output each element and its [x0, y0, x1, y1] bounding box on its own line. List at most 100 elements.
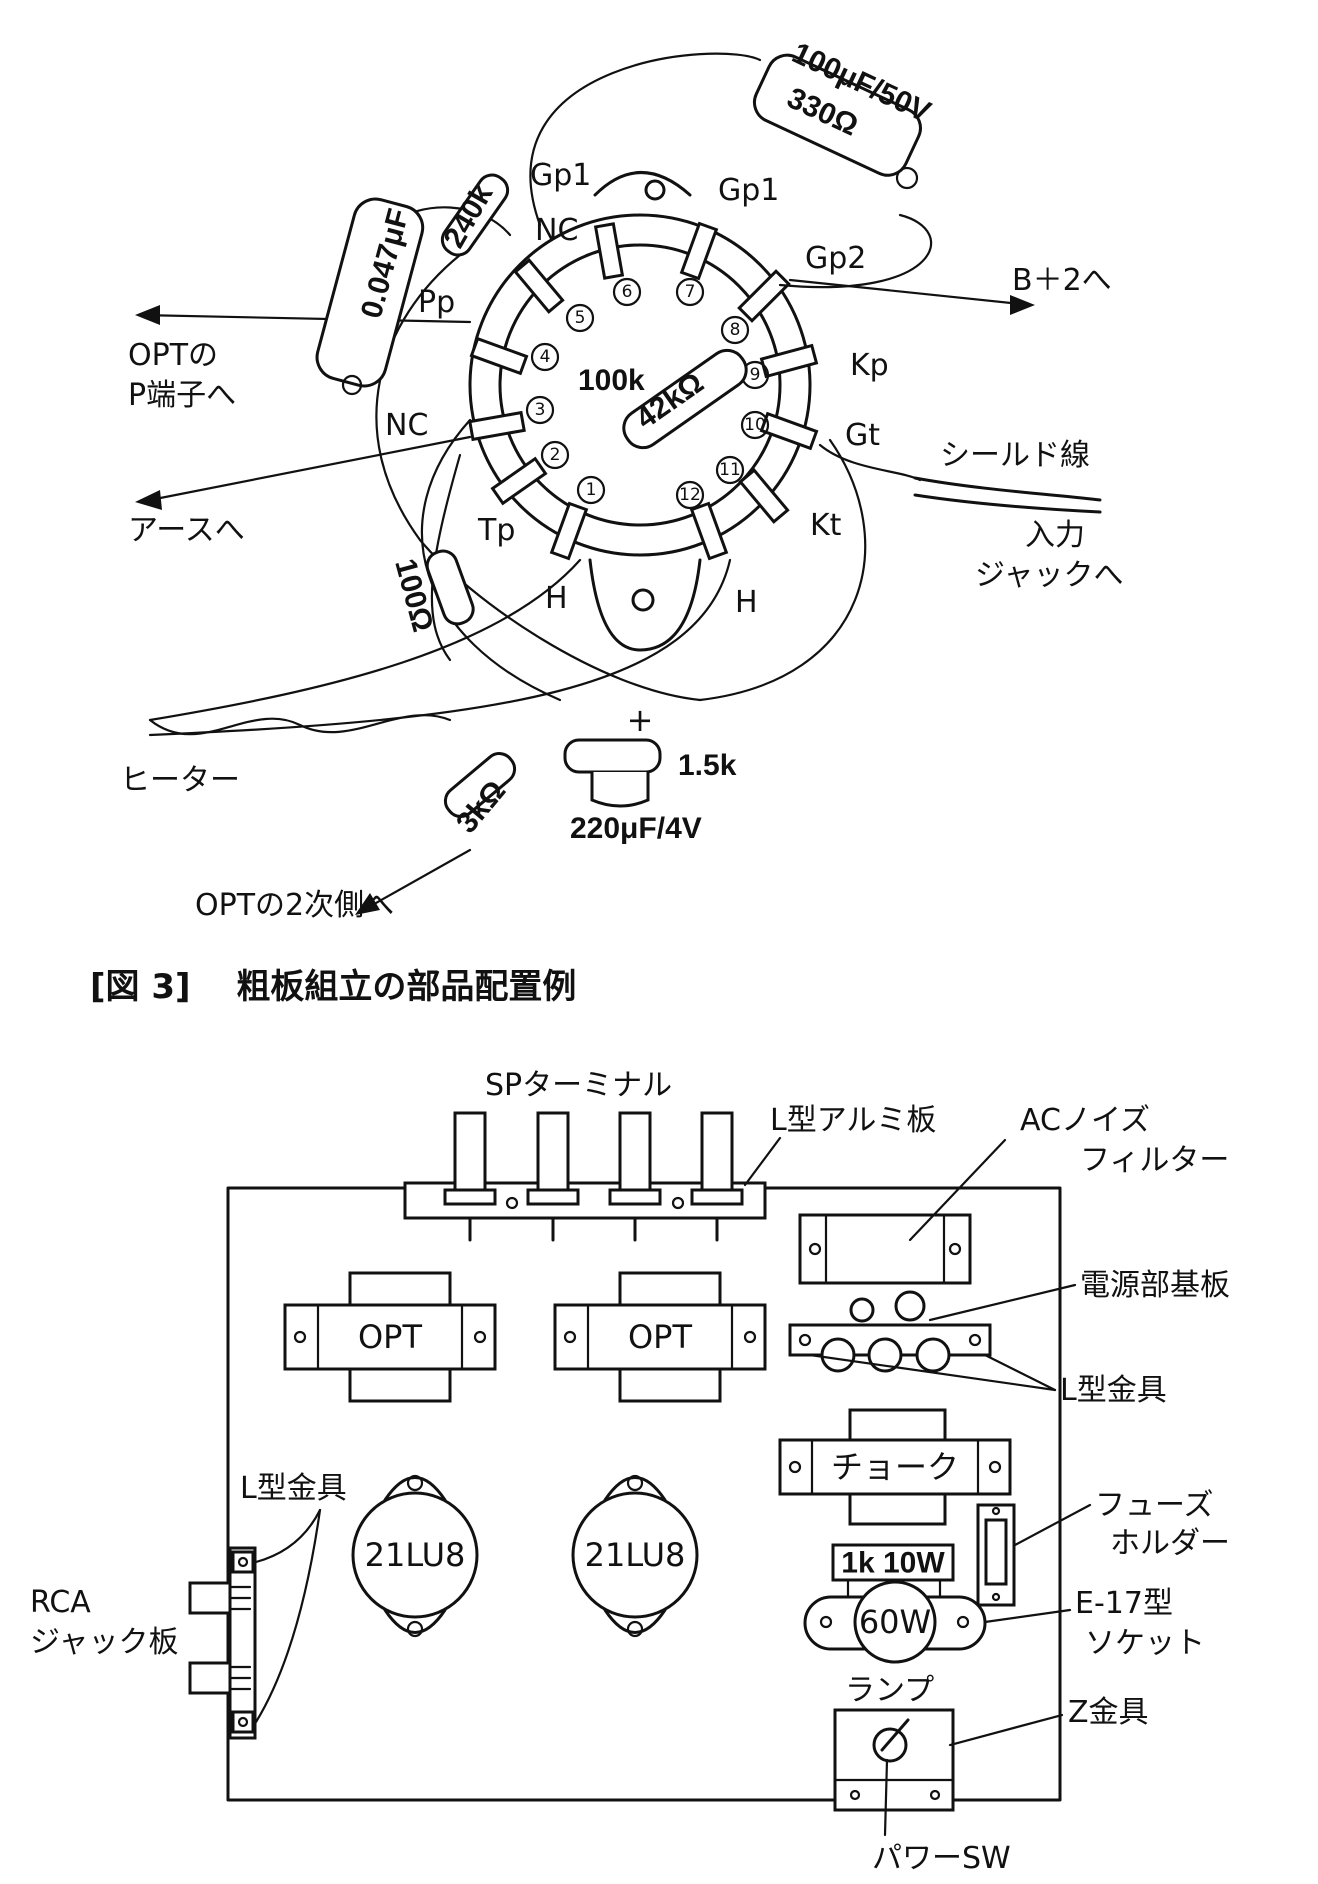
pin-numbers: 1 2 3 4 5 6 7 8 9 10 11 12: [525, 277, 770, 510]
label-sp-terminal: SPターミナル: [485, 1068, 672, 1103]
wiring: [138, 52, 1102, 914]
r-100k-value: 100k: [578, 364, 645, 397]
opt-right: OPT: [553, 1271, 767, 1403]
pin-9-lug: [759, 343, 819, 379]
label-input-1: 入力: [1025, 518, 1085, 553]
tube-left-label: 21LU8: [365, 1536, 466, 1574]
resistor-240k: 240k: [437, 173, 510, 257]
pin-number-1: 1: [586, 480, 597, 500]
label-heater: ヒーター: [120, 763, 240, 798]
label-z-bracket: Z金具: [1068, 1695, 1149, 1730]
pin-number-4: 4: [540, 347, 551, 367]
cap-220u: + 220μF/4V: [563, 701, 702, 845]
socket-key-top: [593, 171, 692, 197]
socket-wiring-diagram: 1 2 3 4 5 6 7 8 9 10 11 12: [120, 36, 1124, 923]
arrow-b2: [1010, 295, 1035, 315]
label-shield: シールド線: [940, 438, 1090, 473]
socket-outer-ring: [468, 213, 812, 557]
chassis-layout: SPターミナル L型アルミ板 ACノイズ フィルター OPT OPT: [30, 1068, 1230, 1876]
resistor-42k: 42kΩ: [622, 348, 748, 450]
label-b2: B＋2へ: [1012, 263, 1112, 298]
label-tp: Tp: [477, 513, 515, 548]
opt-right-label: OPT: [628, 1318, 692, 1356]
lamp-socket-assembly: 1k 10W 60W: [803, 1543, 987, 1664]
socket-inner-ring: [498, 243, 782, 527]
pin-number-10: 10: [744, 415, 766, 435]
tube-right-label: 21LU8: [585, 1536, 686, 1574]
bulb-label: 60W: [859, 1603, 931, 1641]
label-opt-2nd: OPTの2次側へ: [195, 888, 394, 923]
fuse-holder: [976, 1503, 1016, 1607]
socket-pins: [468, 221, 819, 561]
resistor-3k: 3kΩ: [443, 752, 517, 839]
pin-number-12: 12: [679, 485, 701, 505]
label-opt-p-1: OPTの: [128, 338, 218, 373]
label-kt: Kt: [810, 508, 842, 543]
label-nc-1: NC: [535, 213, 578, 248]
arrow-opt-2nd: [355, 893, 380, 915]
label-socket-2: ソケット: [1085, 1626, 1205, 1661]
pin-4-lug: [469, 336, 529, 376]
pin-12-lug: [689, 501, 729, 561]
arrow-opt-p: [135, 305, 160, 325]
pin-number-8: 8: [730, 320, 741, 340]
choke-label: チョーク: [831, 1448, 959, 1486]
resistor-1k-label: 1k 10W: [841, 1547, 945, 1580]
power-board: [788, 1290, 992, 1373]
label-gt: Gt: [845, 418, 880, 453]
cap-0047: 0.047μF: [315, 197, 425, 396]
label-power-board: 電源部基板: [1080, 1268, 1230, 1303]
label-l-bracket-left: L型金具: [240, 1471, 347, 1506]
pin-number-5: 5: [575, 308, 586, 328]
cap-100u: 100μF/50V 330Ω: [752, 36, 936, 190]
pin-number-11: 11: [719, 460, 741, 480]
label-gp1-a: Gp1: [530, 158, 591, 193]
choke: チョーク: [778, 1408, 1012, 1526]
socket-bottom-ear: [588, 558, 702, 652]
pin-11-lug: [738, 468, 790, 524]
pin-1-lug: [549, 501, 589, 561]
label-earth: アースへ: [128, 513, 245, 548]
pin-8-lug: [737, 269, 791, 323]
socket-key-hole: [644, 179, 666, 201]
label-pp: Pp: [418, 285, 455, 320]
label-nc-2: NC: [385, 408, 428, 443]
label-l-alum: L型アルミ板: [770, 1103, 936, 1138]
opt-left-label: OPT: [358, 1318, 422, 1356]
opt-left: OPT: [283, 1271, 497, 1403]
sp-terminal-block: [403, 1111, 767, 1242]
label-lamp: ランプ: [845, 1673, 934, 1708]
pin-5-lug: [513, 258, 565, 314]
label-input-2: ジャックへ: [975, 558, 1124, 593]
wire-arrows: [135, 295, 1035, 915]
ac-noise-filter: [798, 1213, 972, 1285]
pin-number-3: 3: [535, 400, 546, 420]
cap-220u-value: 220μF/4V: [570, 812, 702, 845]
pin-10-lug: [759, 411, 819, 451]
power-switch: [833, 1708, 955, 1812]
label-power-sw: パワーSW: [872, 1841, 1011, 1876]
label-socket-1: E-17型: [1075, 1586, 1173, 1621]
r-15k-value: 1.5k: [678, 749, 737, 782]
label-gp2: Gp2: [805, 241, 866, 276]
pin-number-6: 6: [622, 282, 633, 302]
figure-caption: [図 3] 粗板組立の部品配置例: [90, 967, 576, 1007]
tube-right: 21LU8: [571, 1474, 699, 1638]
rca-jack-plate: [188, 1546, 257, 1740]
pin-number-2: 2: [550, 445, 561, 465]
label-fuse-2: ホルダー: [1110, 1526, 1230, 1561]
pin-7-lug: [679, 221, 719, 281]
pin-number-7: 7: [685, 282, 696, 302]
label-h-1: H: [545, 581, 568, 616]
label-opt-p-2: P端子へ: [128, 378, 236, 413]
pin-6-lug: [593, 222, 625, 280]
label-rca-1: RCA: [30, 1585, 91, 1620]
label-ac-noise-2: フィルター: [1080, 1143, 1229, 1178]
socket-mount-hole: [631, 588, 655, 612]
pin-3-lug: [468, 410, 526, 442]
label-kp: Kp: [850, 348, 889, 383]
label-h-2: H: [735, 585, 758, 620]
label-rca-2: ジャック板: [30, 1625, 179, 1660]
pin-number-9: 9: [750, 365, 761, 385]
